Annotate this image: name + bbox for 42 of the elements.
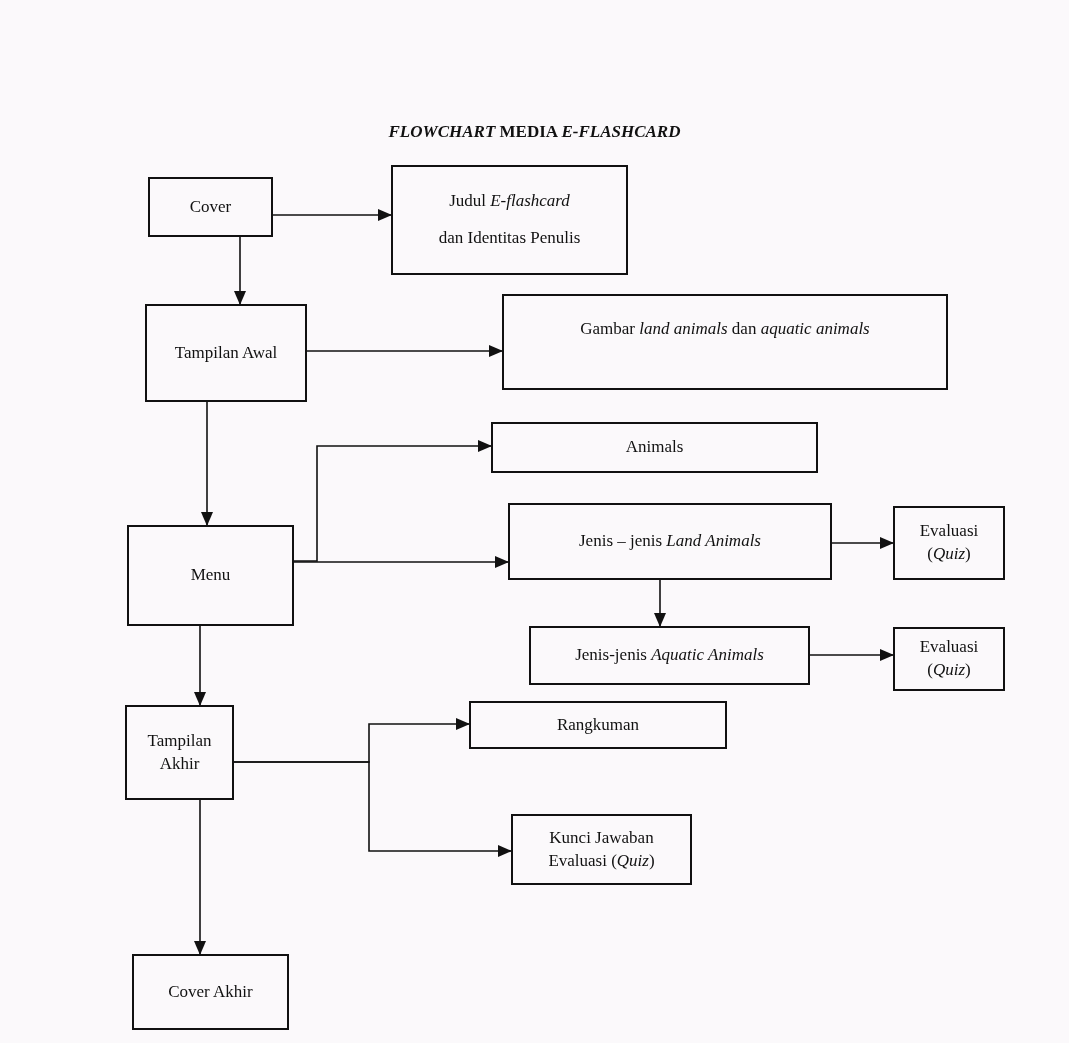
- box-label: Evaluasi (Quiz): [918, 636, 980, 681]
- process-box: [148, 177, 273, 237]
- process-box: [893, 627, 1005, 691]
- box-label: dan Identitas Penulis: [438, 227, 581, 249]
- process-box: [508, 503, 832, 580]
- process-box: [893, 506, 1005, 580]
- process-box: [511, 814, 692, 885]
- arrow: [293, 440, 492, 562]
- box-label: Tampilan Akhir: [146, 729, 213, 775]
- arrow: [831, 537, 894, 549]
- arrow: [654, 579, 666, 627]
- box-label: Tampilan Awal: [174, 341, 278, 364]
- arrow: [233, 761, 512, 857]
- arrow: [306, 345, 503, 357]
- arrow: [272, 209, 392, 221]
- process-box: [491, 422, 818, 473]
- box-label: Cover Akhir: [168, 980, 253, 1003]
- process-box: [469, 701, 727, 749]
- box-label: Cover: [189, 195, 232, 218]
- process-box: [391, 165, 628, 275]
- process-box: [145, 304, 307, 402]
- box-label: Judul E-flashcard: [449, 190, 570, 213]
- box-label: Jenis – jenis Land Animals: [579, 530, 761, 553]
- arrow: [293, 556, 509, 568]
- process-box: [502, 294, 948, 390]
- diagram-title: FLOWCHART MEDIA E-FLASHCARD: [388, 122, 681, 142]
- arrow: [809, 649, 894, 661]
- arrow: [201, 401, 213, 526]
- process-box: [132, 954, 289, 1030]
- box-label: Gambar land animals dan aquatic animals: [580, 318, 870, 340]
- arrow: [194, 799, 206, 955]
- box-label: Rangkuman: [556, 713, 640, 736]
- arrow: [234, 236, 246, 305]
- box-label: Menu: [190, 564, 231, 587]
- box-label: Kunci Jawaban Evaluasi (Quiz): [547, 826, 656, 872]
- box-label: Evaluasi (Quiz): [918, 520, 980, 565]
- process-box: [125, 705, 234, 800]
- process-box: [127, 525, 294, 626]
- process-box: [529, 626, 810, 685]
- box-label: Animals: [625, 436, 684, 459]
- box-label: Jenis-jenis Aquatic Animals: [575, 644, 764, 667]
- arrow: [194, 625, 206, 706]
